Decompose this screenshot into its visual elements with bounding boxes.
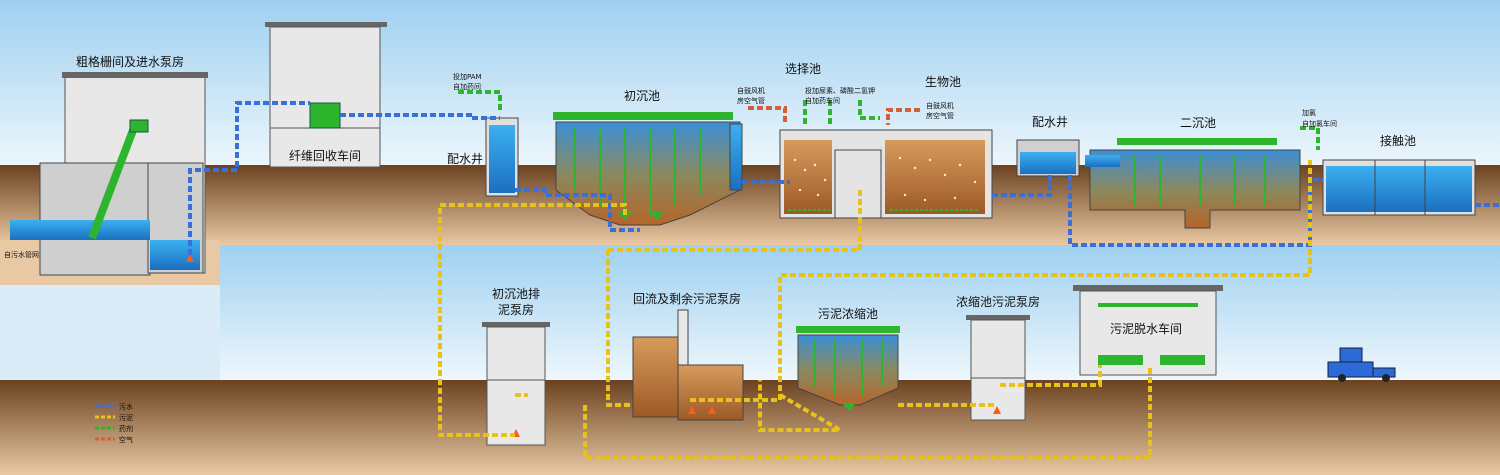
primary-sludge-pump-house: [482, 322, 550, 446]
pump-flame-icon: [708, 406, 716, 414]
label-fiber-recovery: 纤维回收车间: [289, 148, 361, 163]
pump-flame-icon: [993, 406, 1001, 414]
label-air-1a: 自鼓风机: [737, 86, 765, 95]
dewatering-building: [1073, 285, 1223, 376]
label-primary-sludge-pump-2: 泥泵房: [498, 302, 534, 317]
sludge-thickener: [796, 326, 900, 411]
label-chem-1: 投加尿素、磷酸二氢钾: [805, 86, 875, 95]
label-primary-clarifier: 初沉池: [624, 89, 660, 103]
label-pam-1: 投加PAM: [453, 72, 482, 81]
primary-clarifier: [553, 112, 743, 226]
label-bio-tank: 生物池: [925, 75, 961, 89]
legend-label: 空气: [119, 435, 133, 444]
label-return-sludge-pump: 回流及剩余污泥泵房: [633, 291, 741, 306]
label-contact-tank: 接触池: [1380, 133, 1416, 148]
legend-label: 污泥: [119, 414, 133, 422]
truck-icon: [1327, 347, 1396, 382]
label-distribution-well-2: 配水井: [1032, 115, 1068, 129]
sludge-pipes: [438, 160, 1312, 460]
label-air-1b: 房空气管: [737, 96, 765, 105]
secondary-clarifier: [1085, 138, 1301, 229]
label-chlorine-2: 自加氯车间: [1302, 119, 1337, 128]
air-pipes: [748, 106, 920, 125]
contact-tank: [1322, 159, 1476, 216]
ground-lower: [0, 380, 1500, 475]
chemical-pipes: [458, 90, 1320, 150]
legend-label: 污水: [119, 402, 133, 411]
label-sludge-thickener: 污泥浓缩池: [818, 306, 878, 321]
label-coarse-screen: 粗格栅间及进水泵房: [76, 54, 184, 69]
label-chem-2: 自加药车间: [805, 96, 840, 105]
label-pam-2: 自加药间: [453, 82, 481, 91]
coarse-screen-building: [10, 72, 208, 276]
legend-label: 药剂: [119, 424, 133, 433]
selection-and-bio-tank: [779, 129, 993, 219]
label-secondary-clarifier: 二沉池: [1180, 116, 1216, 130]
screen-conveyor: [88, 123, 139, 240]
dewatering-machine: [1160, 355, 1205, 365]
pump-flame-icon: [688, 406, 696, 414]
label-thickener-pump: 浓缩池污泥泵房: [956, 294, 1040, 309]
return-sludge-pump-house: [632, 309, 744, 421]
label-air-2b: 房空气管: [926, 111, 954, 120]
label-air-2a: 自鼓风机: [926, 101, 954, 110]
label-from-sewer: 自污水管网: [4, 250, 39, 259]
label-chlorine-1: 加氯: [1302, 108, 1316, 117]
pump-flame-icon: [186, 254, 194, 262]
fiber-machine: [309, 102, 341, 129]
dewatering-machine: [1098, 355, 1143, 365]
label-primary-sludge-pump-1: 初沉池排: [492, 287, 540, 301]
label-distribution-well-1: 配水井: [447, 152, 483, 166]
label-selection-tank: 选择池: [785, 62, 821, 76]
fiber-recovery-building: [265, 22, 387, 168]
label-dewatering: 污泥脱水车间: [1110, 321, 1182, 336]
